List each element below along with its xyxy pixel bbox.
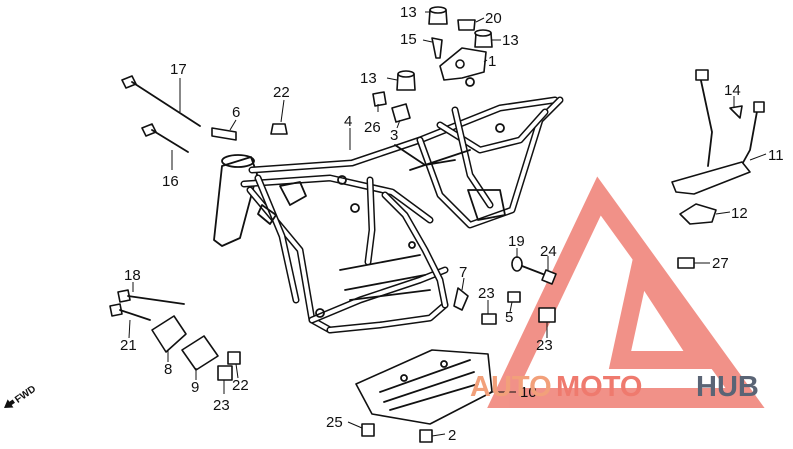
- part-23-nut-a: [481, 313, 497, 325]
- callout-22: 22: [232, 377, 249, 394]
- callout-1: 1: [488, 53, 496, 70]
- callout-4: 4: [344, 113, 352, 130]
- callout-14: 14: [724, 82, 741, 99]
- part-24-bolt: [521, 265, 557, 285]
- callout-20: 20: [485, 10, 502, 27]
- watermark-moto: MOTO: [556, 371, 642, 403]
- part-11-side-stand: [671, 69, 765, 195]
- watermark-text: AUTO MOTO HUB: [470, 371, 759, 403]
- callout-5: 5: [505, 309, 513, 326]
- callout-23: 23: [213, 397, 230, 414]
- part-6-bolt: [211, 127, 237, 141]
- fwd-label: FWD: [13, 384, 38, 406]
- part-15-bolt: [431, 37, 443, 59]
- part-5-bolt: [507, 291, 521, 303]
- part-25-bolt: [361, 423, 375, 437]
- callout-11: 11: [768, 147, 784, 164]
- callout-12: 12: [731, 205, 748, 222]
- callout-27: 27: [712, 255, 729, 272]
- callout-18: 18: [124, 267, 141, 284]
- callout-8: 8: [164, 361, 172, 378]
- part-13-bush-right: [474, 29, 493, 48]
- callout-23: 23: [478, 285, 495, 302]
- callout-17: 17: [170, 61, 187, 78]
- part-13-bush-mid: [396, 70, 416, 91]
- callout-9: 9: [191, 379, 199, 396]
- part-22-nut-top: [270, 123, 288, 135]
- callout-labels: 13 20 15 13 1 13 17 22 6 26 3 4 16 14 11…: [120, 4, 784, 444]
- part-12-plate: [679, 203, 717, 225]
- callout-23: 23: [536, 337, 553, 354]
- part-22-nut-low: [227, 351, 241, 365]
- callout-26: 26: [364, 119, 381, 136]
- callout-21: 21: [120, 337, 137, 354]
- part-10-skid-plate: [355, 349, 493, 425]
- callout-25: 25: [326, 414, 343, 431]
- fwd-arrow-icon: [4, 399, 15, 408]
- callout-3: 3: [390, 127, 398, 144]
- part-7-clamp: [453, 287, 469, 311]
- leader-lines: [128, 11, 767, 437]
- callout-6: 6: [232, 104, 240, 121]
- part-17-long-bolt: [121, 75, 201, 127]
- callout-24: 24: [540, 243, 557, 260]
- callout-13: 13: [360, 70, 377, 87]
- part-16-bolt: [141, 123, 189, 153]
- main-frame: [213, 77, 564, 334]
- part-3-clamp: [391, 103, 411, 123]
- callout-19: 19: [508, 233, 525, 250]
- callout-16: 16: [162, 173, 179, 190]
- fwd-direction-indicator: FWD: [4, 384, 38, 408]
- part-9-bracket: [181, 335, 219, 371]
- part-2-bolt: [419, 429, 433, 443]
- part-19-washer: [511, 256, 523, 272]
- callout-13: 13: [400, 4, 417, 21]
- part-21-bolt: [109, 303, 151, 321]
- part-26-clip: [372, 91, 387, 107]
- watermark-logo: [487, 176, 765, 408]
- part-18-bolt: [117, 289, 185, 305]
- callout-13: 13: [502, 32, 519, 49]
- part-23-nut-low: [217, 365, 233, 381]
- callout-7: 7: [459, 264, 467, 281]
- watermark-hub: HUB: [696, 371, 759, 403]
- part-13-bush-top: [428, 6, 448, 25]
- callout-15: 15: [400, 31, 417, 48]
- watermark-auto: AUTO: [470, 371, 552, 403]
- part-8-bracket: [151, 315, 187, 353]
- part-23-nut-b: [538, 307, 556, 323]
- callout-2: 2: [448, 427, 456, 444]
- part-1-bracket: [439, 47, 487, 81]
- part-20-cap: [457, 19, 476, 31]
- callout-10: 10: [520, 384, 537, 401]
- part-14-pin: [729, 105, 743, 119]
- part-27-nut: [677, 257, 695, 269]
- callout-22: 22: [273, 84, 290, 101]
